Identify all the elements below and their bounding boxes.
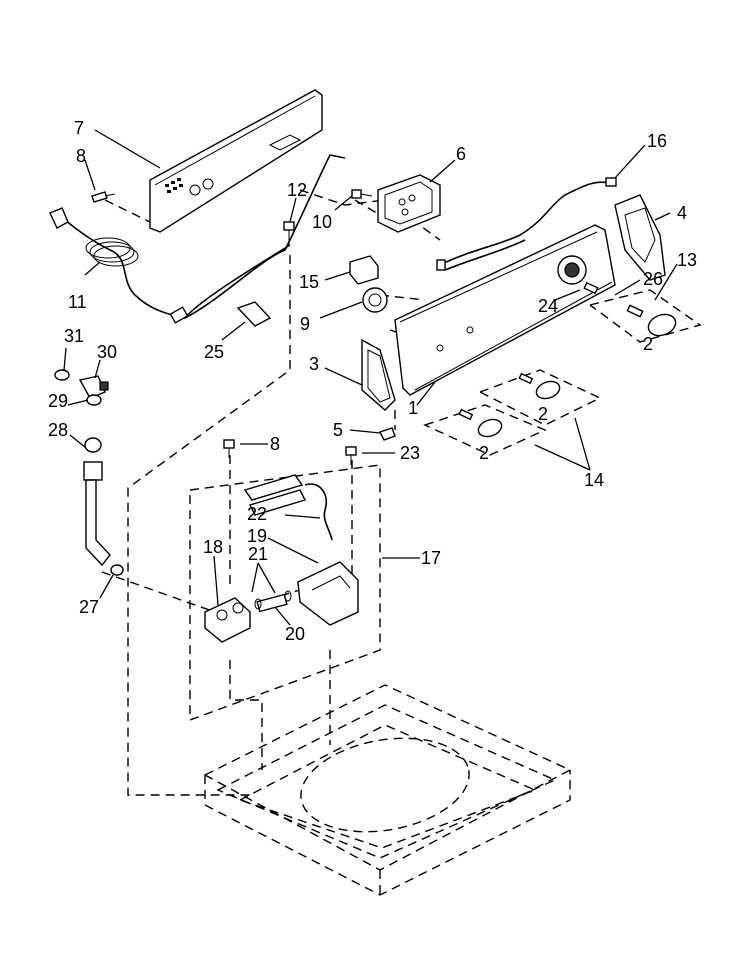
- callout-9: 9: [300, 314, 310, 334]
- washer-31: [54, 369, 70, 381]
- switch-9: [362, 287, 388, 313]
- callout-4: 4: [677, 203, 687, 223]
- callout-17: 17: [421, 548, 441, 568]
- screen-29: [86, 394, 102, 406]
- power-cord: [49, 154, 346, 324]
- callout-16: 16: [647, 131, 667, 151]
- callout-6: 6: [456, 144, 466, 164]
- console: [394, 224, 616, 396]
- fitting-30: [78, 375, 109, 399]
- console-endcap-left: [361, 338, 396, 411]
- callout-26: 26: [643, 269, 663, 289]
- callout-12: 12: [287, 180, 307, 200]
- callout-14: 14: [584, 470, 604, 490]
- clip-5: [379, 427, 396, 441]
- hose-20-21: [254, 590, 292, 613]
- screw-8-lower: [223, 439, 235, 458]
- callout-31: 31: [64, 326, 84, 346]
- screw-12: [283, 221, 295, 245]
- callout-8-top: 8: [76, 146, 86, 166]
- callout-7: 7: [74, 118, 84, 138]
- callout-21: 21: [248, 544, 268, 564]
- callout-labels: 7 8 12 6 16 10 4 11 13 15 26 24 9 2 31 3…: [48, 118, 697, 644]
- callout-18: 18: [203, 537, 223, 557]
- switch-15: [349, 255, 379, 285]
- callout-29: 29: [48, 391, 68, 411]
- callout-1: 1: [408, 398, 418, 418]
- callout-8-lower: 8: [270, 434, 280, 454]
- callout-3: 3: [309, 354, 319, 374]
- callout-10: 10: [312, 212, 332, 232]
- knob-mid: [518, 372, 561, 400]
- washer-27: [110, 564, 124, 576]
- callout-2-mid: 2: [538, 404, 548, 424]
- callout-24: 24: [538, 296, 558, 316]
- callout-23: 23: [400, 443, 420, 463]
- fitting-28: [84, 437, 102, 453]
- cabinet-top: [203, 684, 572, 896]
- dispenser-hoses-22: [243, 474, 333, 541]
- callout-20: 20: [285, 624, 305, 644]
- callout-2-left: 2: [479, 443, 489, 463]
- screw-10: [351, 189, 373, 199]
- screw-8-top: [91, 191, 116, 203]
- console-endcap-right: [614, 194, 666, 281]
- callout-27: 27: [79, 597, 99, 617]
- callout-5: 5: [333, 420, 343, 440]
- callout-22: 22: [247, 504, 267, 524]
- callout-25: 25: [204, 342, 224, 362]
- hose-elbow: [83, 461, 111, 567]
- callout-11: 11: [68, 292, 87, 312]
- screw-23: [345, 446, 357, 465]
- knob-right: [626, 304, 677, 337]
- knob-24: [583, 281, 599, 295]
- callout-19: 19: [247, 526, 267, 546]
- valve-18: [204, 597, 251, 643]
- callout-30: 30: [97, 342, 117, 362]
- callout-13: 13: [677, 250, 697, 270]
- callout-15: 15: [299, 272, 319, 292]
- vent-slots: [165, 178, 183, 193]
- leader-lines: [63, 129, 678, 626]
- main-control-board: [377, 174, 441, 233]
- callout-2-right: 2: [643, 334, 653, 354]
- clip-25: [236, 301, 272, 327]
- rear-panel: [149, 89, 323, 233]
- callout-28: 28: [48, 420, 68, 440]
- dispenser-housing-19: [297, 561, 359, 626]
- knob-left: [458, 408, 503, 438]
- wire-harness: [436, 177, 617, 271]
